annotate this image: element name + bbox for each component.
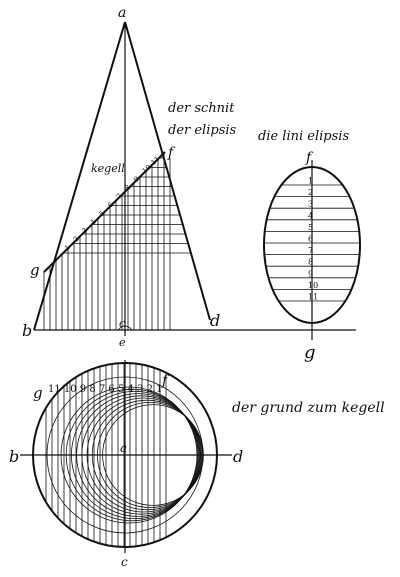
ground-right-label: d — [233, 447, 243, 466]
ellipse-number: 3 — [308, 200, 313, 209]
ground-center-label: a — [120, 441, 127, 455]
ellipse-number: 5 — [308, 223, 313, 232]
cut-line-number: 5 — [98, 209, 107, 218]
cone-left-edge — [33, 21, 126, 331]
ground-left-label: b — [9, 447, 19, 466]
section-cut-caption-line1: der schnit — [168, 101, 235, 116]
ellipse-caption: die lini elipsis — [258, 129, 349, 144]
ellipse-figure: 1 2 3 4 5 6 7 8 9 10 11 — [263, 160, 361, 340]
ground-arc — [86, 397, 202, 513]
cone-right-edge — [124, 21, 211, 321]
cut-line-number: 2 — [72, 235, 81, 244]
cone-vertical-hatching — [43, 152, 171, 330]
ground-f-label: f — [161, 373, 170, 389]
cut-line-number: 10 — [141, 163, 153, 175]
ground-arc — [65, 388, 199, 522]
apex-label: a — [118, 5, 126, 21]
ground-vertical-hatching — [45, 363, 167, 547]
ground-numbers: 11 10 9 8 7 6 5 4 3 2 1 — [48, 384, 163, 395]
cut-line-number: 11 — [150, 155, 162, 167]
cone-left-label: b — [22, 321, 32, 340]
ground-caption: der grund zum kegell — [232, 400, 385, 416]
ground-arc — [71, 390, 199, 519]
ellipse-number: 9 — [308, 269, 313, 278]
ellipse-g-label: g — [304, 342, 316, 363]
ground-g-label: g — [33, 384, 43, 402]
ellipse-number: 7 — [308, 246, 313, 255]
section-cut-caption-line2: der elipsis — [168, 123, 237, 138]
ground-plan-figure — [20, 360, 232, 553]
ellipse-f-label: f — [305, 150, 314, 166]
base-center-arc — [117, 325, 133, 331]
cone-f-label: f — [167, 145, 176, 161]
ground-arc — [97, 401, 203, 508]
ground-arc — [102, 404, 204, 506]
ellipse-number: 1 — [308, 177, 313, 186]
ellipse-number: 11 — [308, 293, 318, 302]
ellipse-number: 8 — [308, 258, 313, 267]
cone-caption: kegell — [91, 162, 125, 175]
ground-crescent-arcs — [60, 386, 204, 524]
cut-line-number: 7 — [115, 192, 124, 201]
cone-figure — [33, 21, 356, 336]
cut-line-number: 8 — [124, 183, 133, 192]
cone-c-label: c — [119, 317, 125, 330]
ground-c-label: c — [121, 555, 128, 569]
cone-right-label: d — [210, 311, 220, 330]
section-cut-line — [43, 151, 166, 273]
cone-horizontal-hatching — [63, 157, 191, 254]
cone-g-label: g — [30, 261, 40, 279]
cut-line-number: 4 — [89, 217, 98, 226]
ellipse-number: 2 — [308, 188, 313, 197]
cone-e-label: e — [119, 336, 126, 349]
ellipse-chords — [264, 184, 360, 302]
ground-arc — [81, 395, 201, 515]
cut-line-number: 6 — [106, 200, 115, 209]
ellipse-number: 4 — [308, 211, 313, 220]
ellipse-number: 6 — [308, 235, 313, 244]
ellipse-number: 10 — [308, 281, 318, 290]
cut-line-number: 3 — [80, 226, 89, 235]
ground-arc — [91, 399, 203, 511]
cut-line-number: 1 — [63, 243, 72, 252]
ground-arc — [60, 386, 198, 524]
cut-line-number: 9 — [132, 175, 141, 184]
ground-arc — [76, 393, 200, 517]
ellipse-numbers: 1 2 3 4 5 6 7 8 9 10 11 — [308, 177, 318, 302]
